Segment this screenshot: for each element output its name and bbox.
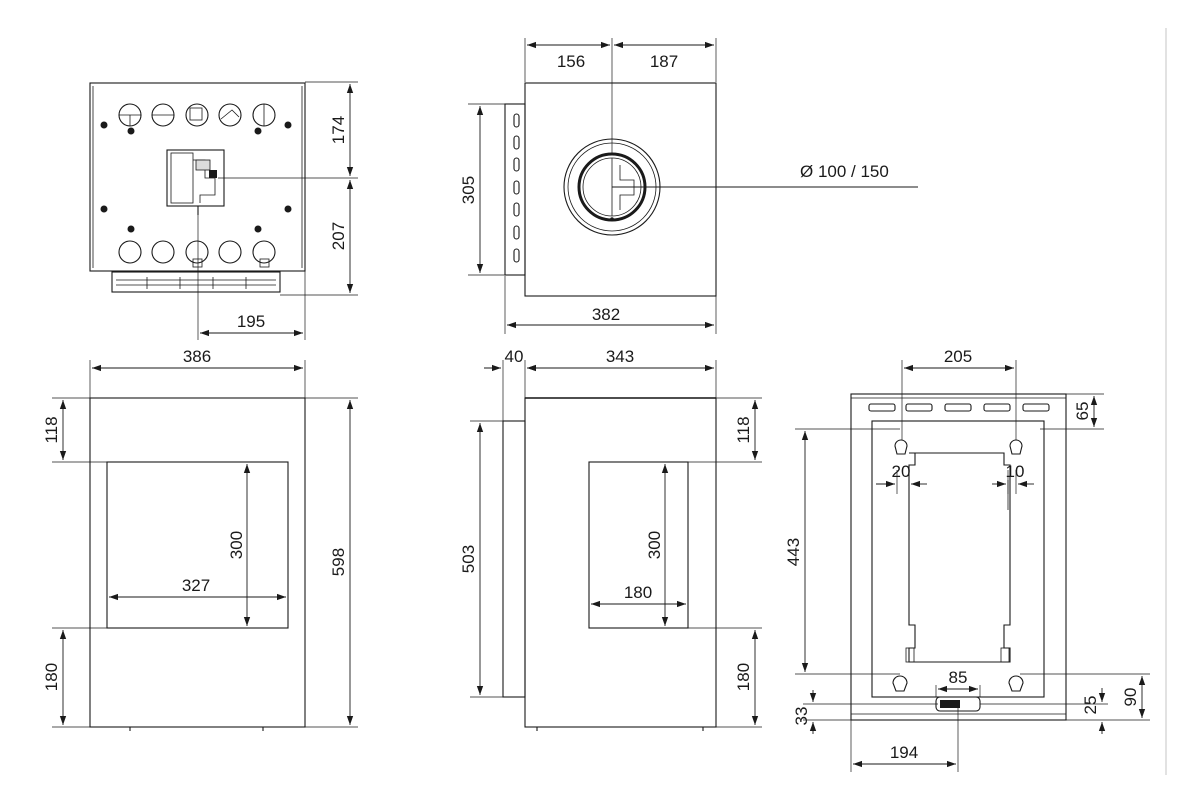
flue-view: Ø 100 / 150 156 187 305 382 [459, 38, 918, 334]
back-view-body [850, 393, 1067, 721]
dim-305: 305 [459, 176, 478, 204]
dim-187: 187 [650, 52, 678, 71]
back-view: 205 65 20 10 443 85 90 25 [784, 347, 1150, 772]
dim-flue-diameter: Ø 100 / 150 [800, 162, 889, 181]
front-window [106, 461, 289, 629]
dim-443: 443 [784, 538, 803, 566]
dim-180-front: 180 [42, 663, 61, 691]
dim-85: 85 [949, 668, 968, 687]
dim-25: 25 [1081, 696, 1100, 715]
front-view: 386 118 180 300 327 598 [42, 347, 358, 731]
side-window [588, 461, 689, 629]
top-view-body [89, 82, 306, 272]
dim-174: 174 [329, 116, 348, 144]
dim-20: 20 [892, 462, 911, 481]
dim-65: 65 [1073, 402, 1092, 421]
dim-10: 10 [1006, 462, 1025, 481]
dim-33: 33 [792, 707, 811, 726]
dim-300-front: 300 [227, 531, 246, 559]
dim-503: 503 [459, 545, 478, 573]
dim-180-side: 180 [734, 663, 753, 691]
dim-205: 205 [944, 347, 972, 366]
dim-118-front: 118 [42, 416, 61, 443]
dim-156: 156 [557, 52, 585, 71]
dim-194: 194 [890, 743, 918, 762]
dim-598: 598 [329, 548, 348, 576]
dim-180-window: 180 [624, 583, 652, 602]
dim-195: 195 [237, 312, 265, 331]
dim-207: 207 [329, 222, 348, 250]
dim-382: 382 [592, 305, 620, 324]
dim-327: 327 [182, 576, 210, 595]
front-view-body [89, 397, 306, 728]
dim-90: 90 [1121, 688, 1140, 707]
dim-300-side: 300 [645, 531, 664, 559]
dim-118-side: 118 [734, 416, 753, 443]
side-view: 40 343 503 300 180 118 180 [459, 347, 762, 731]
flue-view-body [524, 82, 717, 297]
dim-343: 343 [606, 347, 634, 366]
side-view-body [524, 397, 717, 728]
dim-386: 386 [183, 347, 211, 366]
dim-40: 40 [505, 347, 524, 366]
top-view: 174 207 195 [89, 81, 358, 340]
